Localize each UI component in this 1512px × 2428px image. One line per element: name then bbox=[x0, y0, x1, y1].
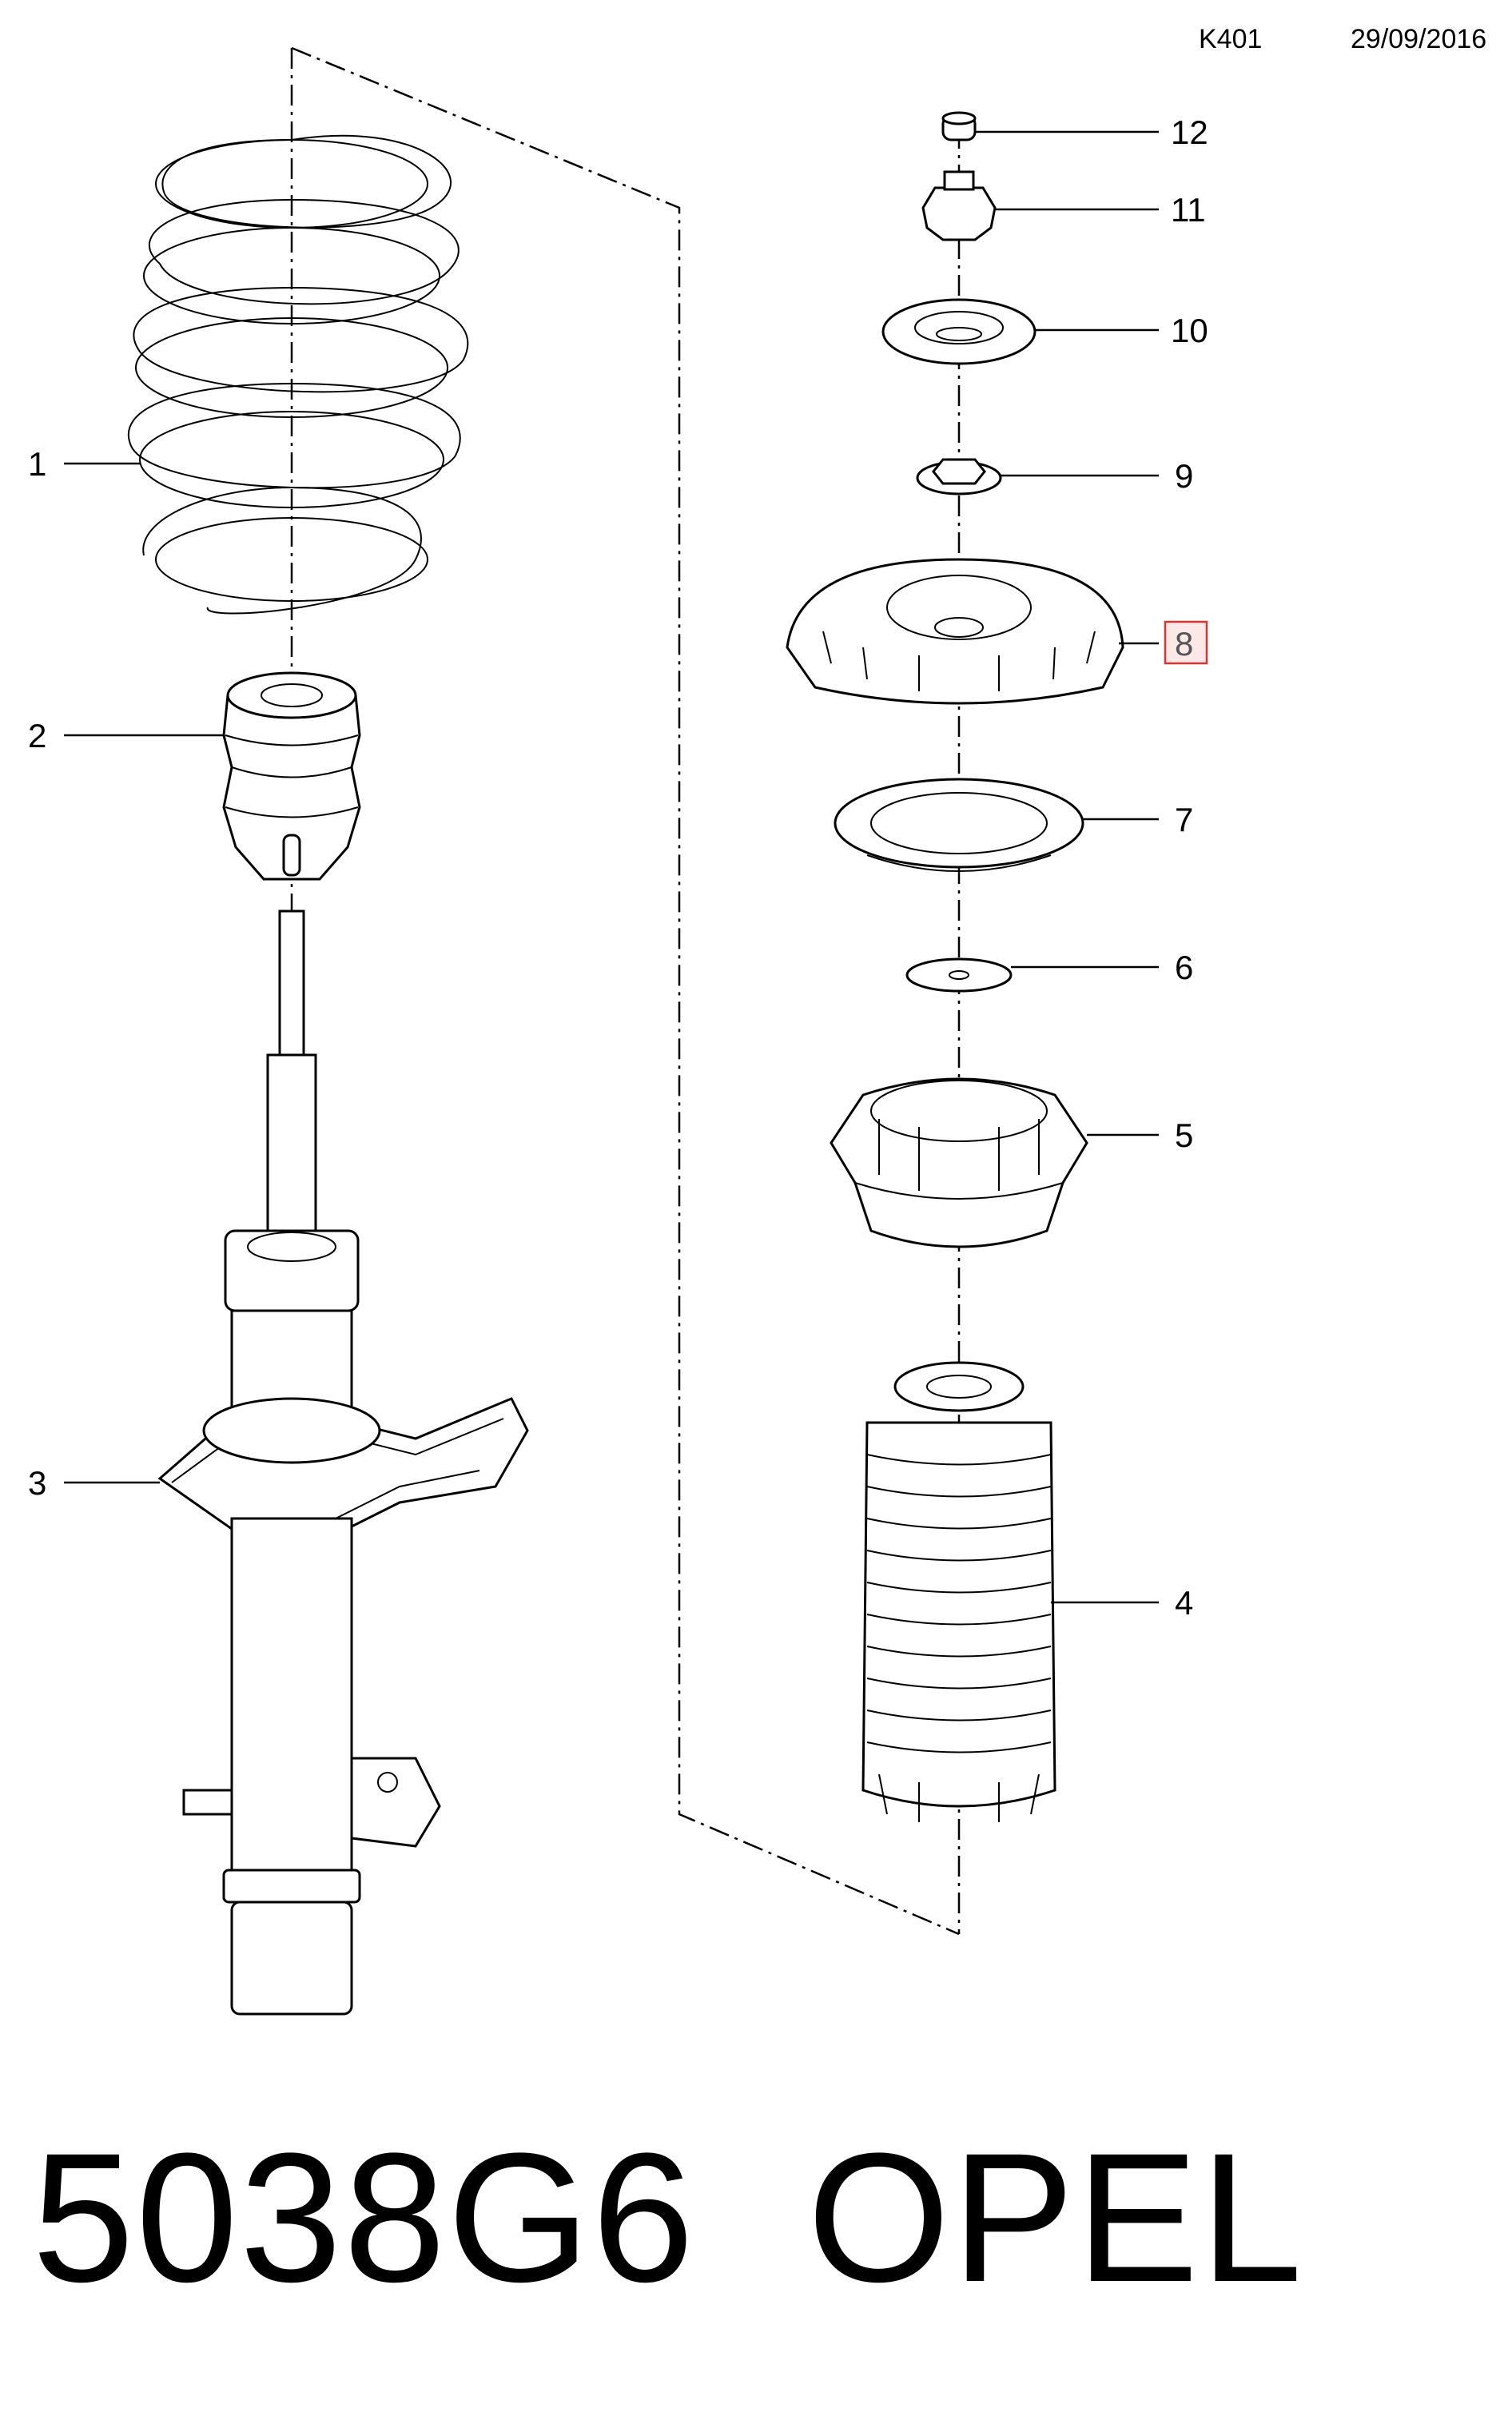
callout-11[interactable]: 11 bbox=[1171, 191, 1206, 229]
callout-2[interactable]: 2 bbox=[28, 717, 46, 754]
cap-part[interactable] bbox=[941, 111, 977, 141]
dust-boot-part[interactable] bbox=[861, 1361, 1056, 1822]
coil-spring-part[interactable] bbox=[127, 134, 469, 615]
exploded-strut-diagram: 1 2 3 4 5 6 7 8 9 10 11 12 bbox=[28, 46, 1208, 2016]
callout-12[interactable]: 12 bbox=[1171, 113, 1208, 151]
diagram-date: 29/09/2016 bbox=[1351, 24, 1487, 54]
washer-nut-part[interactable] bbox=[916, 458, 1002, 496]
diagram-code: K401 bbox=[1199, 24, 1263, 54]
callout-9[interactable]: 9 bbox=[1175, 457, 1193, 495]
bearing-part[interactable] bbox=[834, 778, 1084, 872]
brand-name: OPEL bbox=[807, 2115, 1304, 2320]
callout-10[interactable]: 10 bbox=[1171, 312, 1208, 349]
strut-assembly-part[interactable] bbox=[157, 910, 529, 2016]
washer-part[interactable] bbox=[905, 957, 1013, 993]
strut-mount-part[interactable] bbox=[786, 558, 1124, 705]
part-number: 5038G6 bbox=[32, 2115, 696, 2320]
nut-part[interactable] bbox=[921, 170, 997, 241]
callout-7[interactable]: 7 bbox=[1175, 801, 1193, 838]
callout-5[interactable]: 5 bbox=[1175, 1116, 1193, 1154]
callout-8-highlight bbox=[1164, 620, 1208, 665]
spring-seat-part[interactable] bbox=[830, 1077, 1088, 1248]
callout-1[interactable]: 1 bbox=[28, 445, 46, 483]
assembly-outline bbox=[291, 46, 960, 1936]
callout-6[interactable]: 6 bbox=[1175, 949, 1193, 986]
bump-stop-part[interactable] bbox=[222, 671, 361, 881]
callout-4[interactable]: 4 bbox=[1175, 1584, 1193, 1622]
top-plate-part[interactable] bbox=[881, 298, 1037, 365]
callout-3[interactable]: 3 bbox=[28, 1464, 46, 1502]
callout-8[interactable]: 8 bbox=[1175, 625, 1193, 663]
